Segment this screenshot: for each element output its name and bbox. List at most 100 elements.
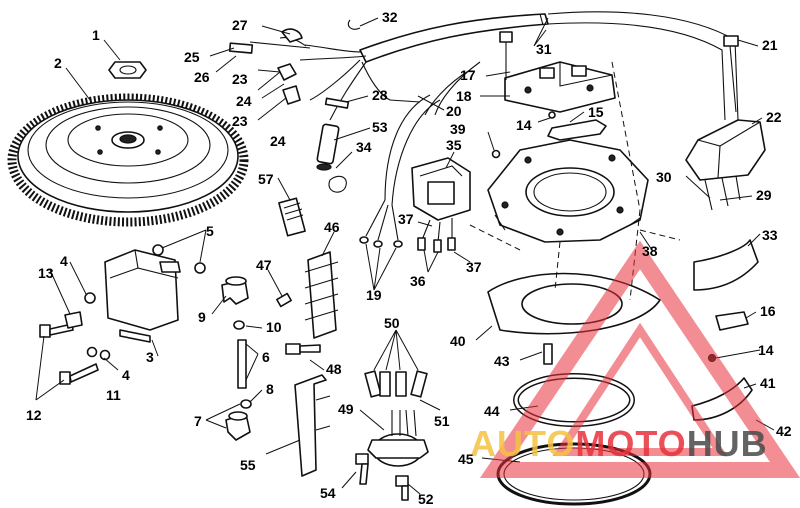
screw (355, 453, 369, 485)
callout-17: 17 (460, 67, 476, 83)
ignition-coil (104, 249, 181, 343)
callout-43: 43 (494, 353, 510, 369)
spark-plug-boot (225, 411, 251, 441)
callout-15: 15 (588, 104, 604, 120)
callout-6: 6 (262, 349, 270, 365)
connector-boot (282, 85, 301, 105)
callout-46: 46 (324, 219, 340, 235)
callout-13: 13 (38, 265, 54, 281)
callout-36: 36 (410, 273, 426, 289)
callout-26: 26 (194, 69, 210, 85)
callout-21: 21 (762, 37, 778, 53)
terminal (324, 97, 350, 109)
retainer-34 (328, 175, 347, 193)
callout-14: 14 (758, 342, 774, 358)
callout-22: 22 (766, 109, 782, 125)
callout-24: 24 (270, 133, 286, 149)
callout-1: 1 (92, 27, 100, 43)
ring-terminal (281, 28, 303, 43)
callout-50: 50 (384, 315, 400, 331)
watermark-segment: MOTO (575, 423, 686, 464)
callout-10: 10 (266, 319, 282, 335)
callout-31: 31 (536, 41, 552, 57)
flywheel-nut (108, 61, 147, 79)
charge-coil (411, 157, 471, 221)
washer (152, 244, 164, 256)
callout-42: 42 (776, 423, 792, 439)
callout-37: 37 (398, 211, 414, 227)
callout-16: 16 (760, 303, 776, 319)
callout-labels: 1 2 3 4 4 5 6 7 8 9 10 11 12 13 14 14 15… (26, 9, 792, 507)
screw (276, 292, 292, 308)
screw (499, 31, 513, 80)
callout-47: 47 (256, 257, 272, 273)
washer (84, 292, 96, 304)
clip-16 (715, 311, 749, 331)
callout-35: 35 (446, 137, 462, 153)
callout-38: 38 (642, 243, 658, 259)
washer (194, 262, 206, 274)
callout-11: 11 (106, 387, 121, 403)
callout-4: 4 (60, 253, 68, 269)
clip (347, 19, 361, 30)
watermark (479, 240, 800, 478)
callout-23: 23 (232, 113, 248, 129)
screw (723, 35, 739, 113)
screw (285, 343, 321, 355)
spark-plug-boot (221, 276, 249, 305)
callout-54: 54 (320, 485, 336, 501)
washer (86, 346, 98, 358)
washer (99, 349, 111, 361)
callout-9: 9 (198, 309, 206, 325)
callout-51: 51 (434, 413, 450, 429)
callout-29: 29 (756, 187, 772, 203)
fuse-holder (278, 197, 306, 237)
stator-wire (384, 94, 431, 201)
armature-plate (487, 272, 661, 335)
leads-19 (359, 199, 403, 248)
callout-55: 55 (240, 457, 256, 473)
connector-boot (277, 63, 297, 81)
callout-18: 18 (456, 88, 472, 104)
leads-36-37 (417, 218, 456, 253)
callout-25: 25 (184, 49, 200, 65)
callout-48: 48 (326, 361, 342, 377)
callout-40: 40 (450, 333, 466, 349)
callout-45: 45 (458, 451, 474, 467)
callout-27: 27 (232, 17, 248, 33)
cam-segment (693, 239, 759, 291)
bracket (294, 374, 331, 477)
callout-34: 34 (356, 139, 372, 155)
watermark-segment: HUB (687, 423, 768, 464)
callout-4: 4 (122, 367, 130, 383)
spring-connector (233, 320, 252, 409)
callout-44: 44 (484, 403, 500, 419)
screw (395, 475, 409, 501)
callout-41: 41 (760, 375, 776, 391)
ground-clip (64, 311, 83, 329)
switch-49 (367, 409, 429, 467)
callout-52: 52 (418, 491, 434, 507)
callout-23: 23 (232, 71, 248, 87)
timer-base (504, 61, 616, 113)
retainer-plate (547, 119, 607, 141)
callout-7: 7 (194, 413, 202, 429)
callout-28: 28 (372, 87, 388, 103)
callout-12: 12 (26, 407, 42, 423)
callout-33: 33 (762, 227, 778, 243)
callout-24: 24 (236, 93, 252, 109)
rectifier-tube (316, 123, 340, 171)
screw (59, 363, 99, 385)
callout-3: 3 (146, 349, 154, 365)
callout-49: 49 (338, 401, 354, 417)
callout-30: 30 (656, 169, 672, 185)
callout-19: 19 (366, 287, 382, 303)
callout-2: 2 (54, 55, 62, 71)
callout-37: 37 (466, 259, 482, 275)
callout-5: 5 (206, 223, 214, 239)
stator-plate (487, 139, 649, 243)
callout-57: 57 (258, 171, 274, 187)
flywheel (7, 93, 249, 227)
